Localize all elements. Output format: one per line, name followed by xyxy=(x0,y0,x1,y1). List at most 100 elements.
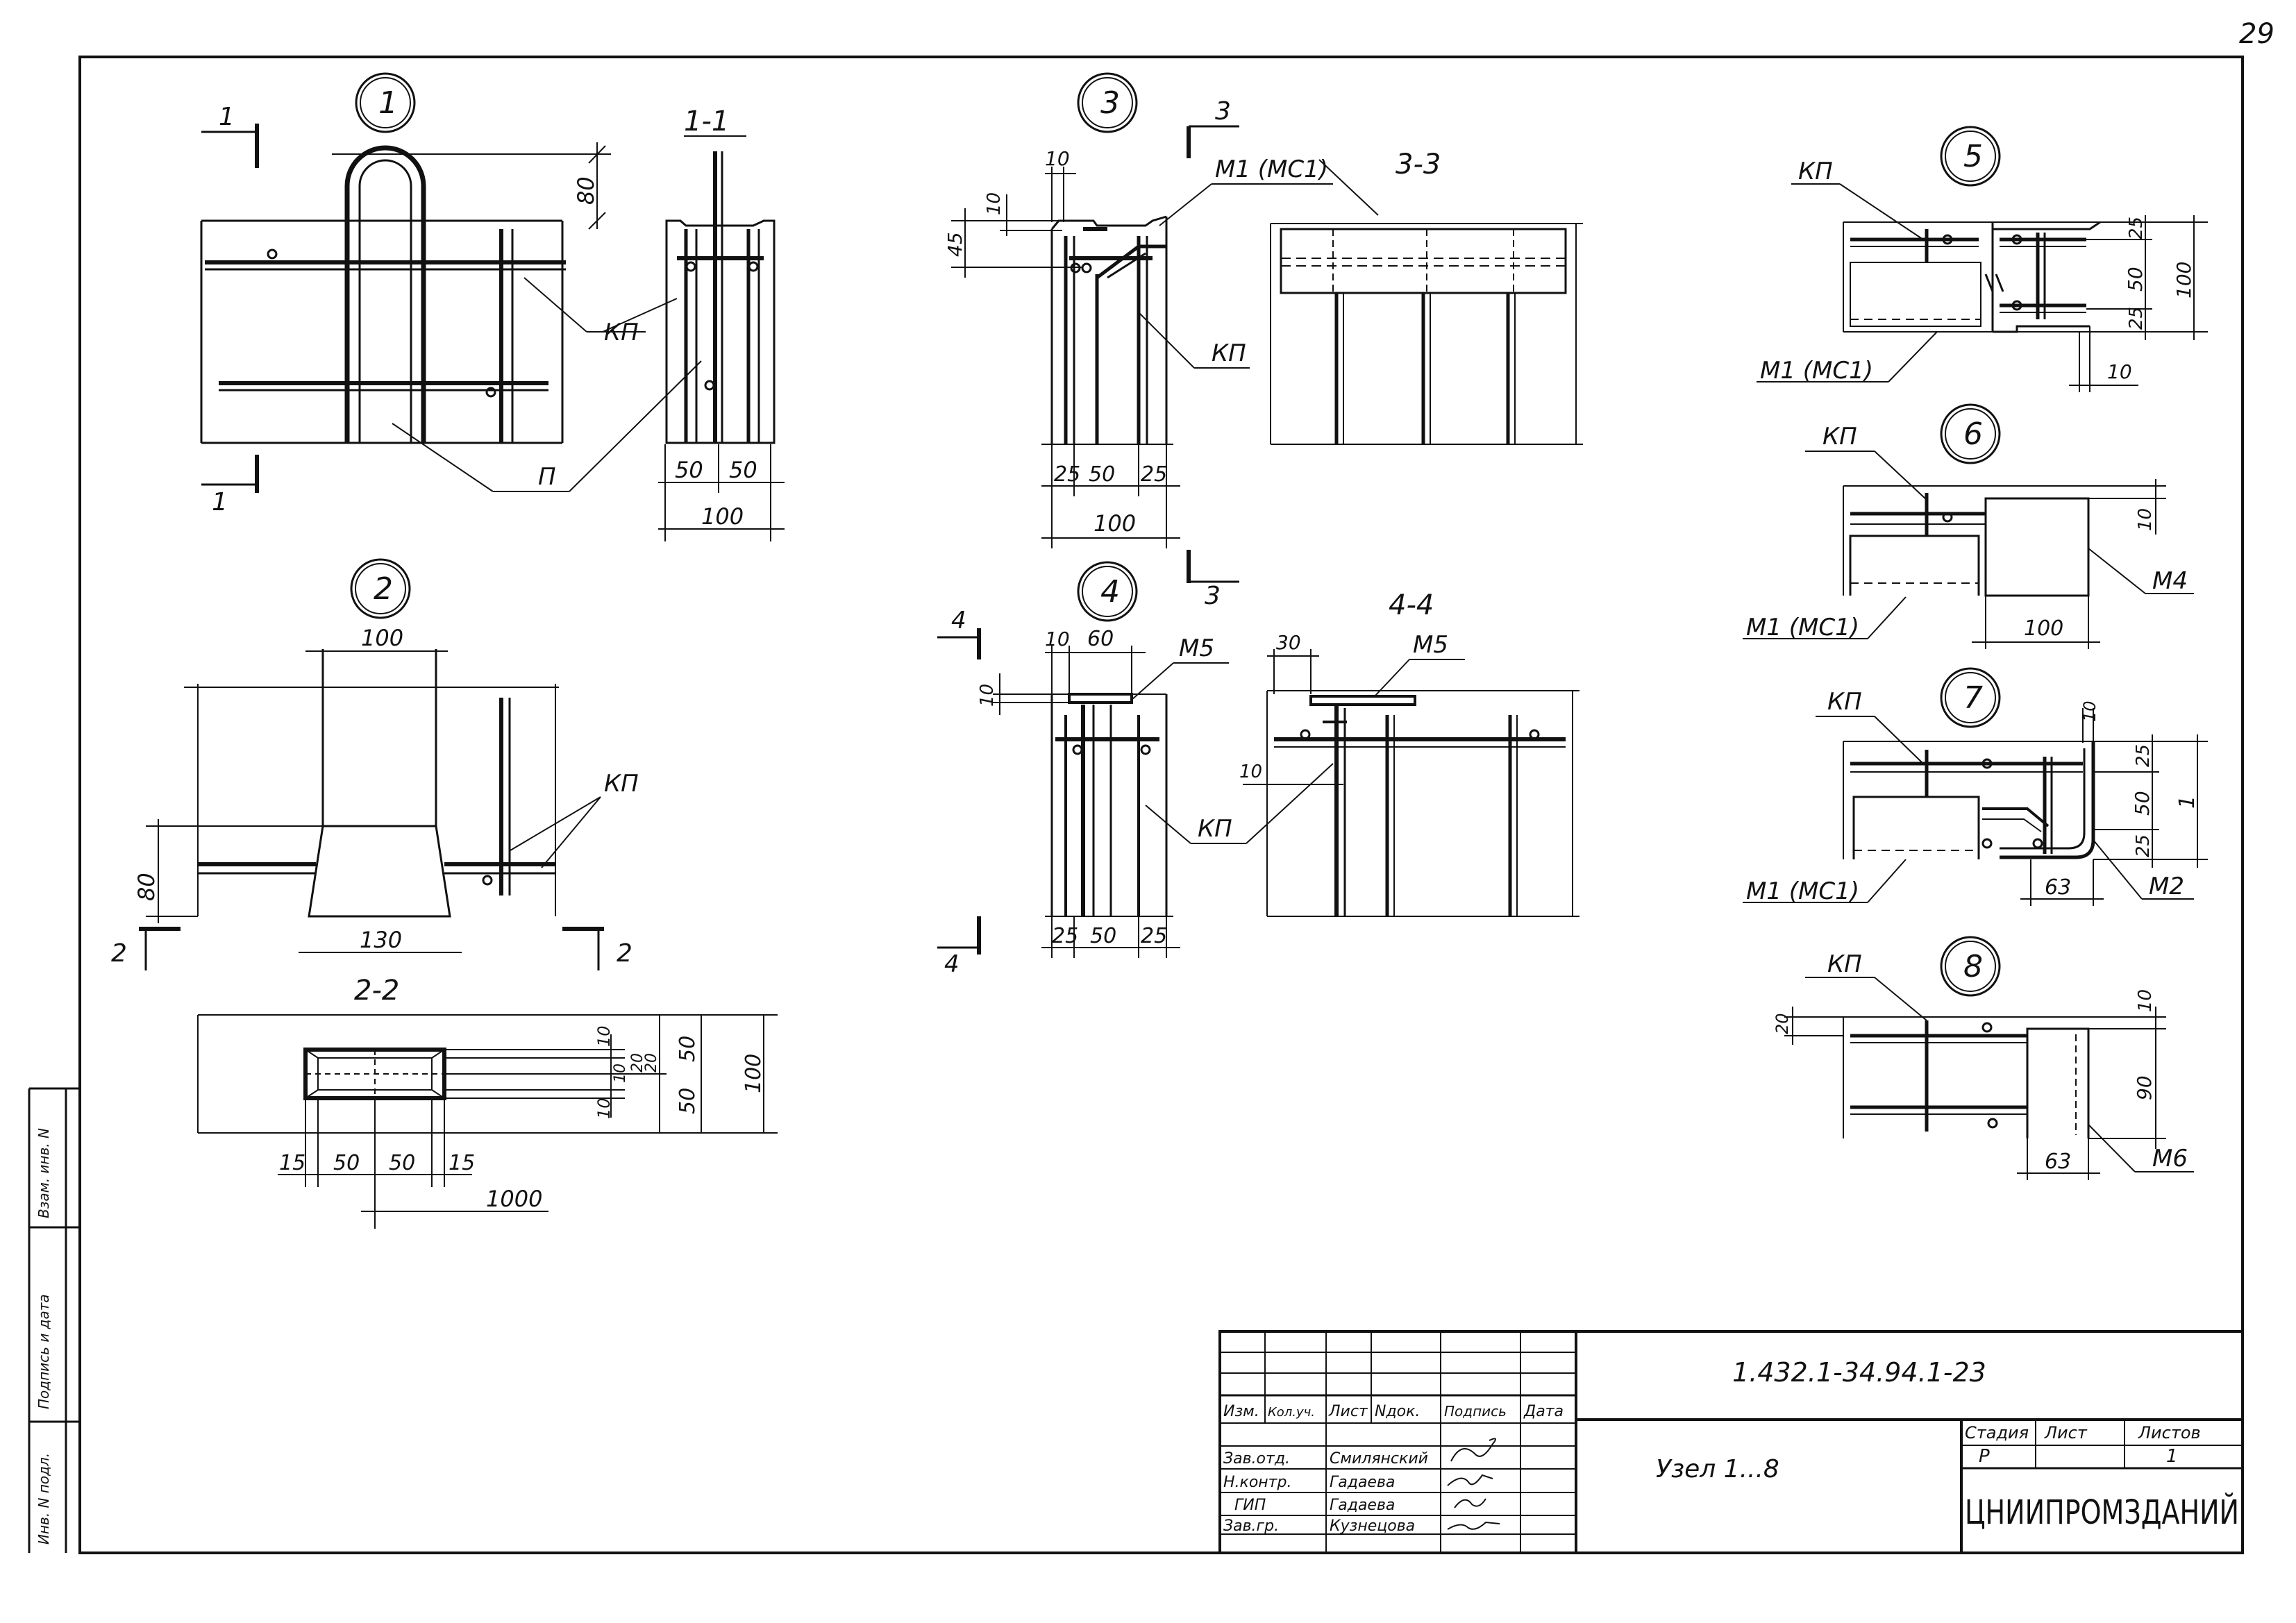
node-2-detail: 2 100 80 2 xyxy=(111,558,778,1229)
node-4-label-kp: КП xyxy=(1198,815,1232,843)
node-5-number: 5 xyxy=(1963,139,1983,174)
stamp-text-1: Взам. инв. N xyxy=(35,1128,52,1218)
node-7-dim-v25b: 25 xyxy=(2133,834,2154,857)
node-7-marker xyxy=(1940,667,2001,728)
node-4-marker xyxy=(1077,561,1138,622)
node-3-label-kp: КП xyxy=(1212,339,1246,367)
node-3-cut-mark-top: 3 xyxy=(1215,97,1231,126)
node-2-dim-v10a: 10 xyxy=(594,1025,614,1047)
node-3-section-label: 3-3 xyxy=(1396,149,1441,180)
node-6-detail: 6 КП 10 100 М4 xyxy=(1743,403,2194,649)
node-4-section-label: 4-4 xyxy=(1389,589,1434,621)
node-2-dim-top: 100 xyxy=(361,625,403,651)
tb-header-list: Лист xyxy=(1328,1403,1368,1420)
node-6-marker xyxy=(1940,403,2001,464)
node-4-cut-mark-top: 4 xyxy=(951,607,966,634)
node-3-dim-45: 45 xyxy=(944,232,966,257)
node-3-detail: 3 3 3 М1 (МС xyxy=(944,72,1583,610)
tb-header-ndok: Nдок. xyxy=(1375,1403,1420,1420)
node-1-cut-mark-bottom: 1 xyxy=(212,488,228,516)
node-4-dim-10a: 10 xyxy=(1045,628,1070,650)
node-2-dim-s15b: 15 xyxy=(449,1151,475,1175)
node-4-dim-60: 60 xyxy=(1087,627,1114,651)
node-4-label-m5b: М5 xyxy=(1413,631,1448,659)
node-2-dim-height: 80 xyxy=(133,873,160,901)
node-3-dim-total: 100 xyxy=(1093,510,1136,537)
tb-org: ЦНИИПРОМЗДАНИЙ xyxy=(1965,1492,2239,1532)
node-6-dim-v10: 10 xyxy=(2135,508,2156,531)
node-5-dim-v50: 50 xyxy=(2124,267,2147,292)
node-4-number: 4 xyxy=(1100,574,1120,609)
tb-sheets-value: 1 xyxy=(2166,1446,2178,1467)
node-4-dim-b50: 50 xyxy=(1090,924,1116,948)
tb-stage-header: Стадия xyxy=(1965,1423,2029,1443)
node-6-label-m4: М4 xyxy=(2152,567,2188,595)
node-3-dim-10b: 10 xyxy=(984,192,1005,215)
node-4-dim-b25b: 25 xyxy=(1141,924,1167,948)
node-3-number: 3 xyxy=(1100,85,1120,121)
node-3-dim-b50: 50 xyxy=(1089,462,1115,487)
node-3-marker xyxy=(1077,72,1138,133)
node-1-section-label: 1-1 xyxy=(684,106,729,137)
node-2-marker xyxy=(350,558,411,619)
node-5-detail: 5 КП М xyxy=(1757,126,2208,392)
node-6-dim-h100: 100 xyxy=(2024,616,2063,641)
node-5-dim-v100: 100 xyxy=(2172,262,2195,298)
node-3-cut-mark-bottom: 3 xyxy=(1205,582,1221,610)
node-2-cut-left: 2 xyxy=(111,939,127,968)
node-6-number: 6 xyxy=(1963,417,1983,452)
tb-sheet-header: Лист xyxy=(2044,1423,2088,1443)
node-1-label-p: П xyxy=(538,463,556,491)
tb-stage-value: Р xyxy=(1979,1446,1990,1467)
tb-role-3: ГИП xyxy=(1234,1497,1266,1514)
tb-name-2: Гадаева xyxy=(1330,1474,1395,1491)
node-7-label-m2: М2 xyxy=(2149,873,2184,900)
node-1-dim-total: 100 xyxy=(701,503,744,530)
node-2-dim-v50b: 50 xyxy=(676,1088,700,1114)
node-4-detail: 4 4 4 М5 xyxy=(937,561,1579,978)
node-5-marker xyxy=(1940,126,2001,187)
tb-role-2: Н.контр. xyxy=(1223,1474,1291,1491)
node-4-cut-mark-bottom: 4 xyxy=(944,950,960,978)
tb-role-4: Зав.гр. xyxy=(1223,1517,1279,1535)
tb-name-4: Кузнецова xyxy=(1330,1517,1415,1535)
node-4-dim-b25a: 25 xyxy=(1052,924,1078,948)
title-block: Изм. Кол.уч. Лист Nдок. Подпись Дата Зав… xyxy=(1218,1330,2244,1554)
node-7-label-kp: КП xyxy=(1827,688,1862,716)
node-1-detail: 1 1 1 xyxy=(200,72,785,541)
tb-doc-code: 1.432.1-34.94.1-23 xyxy=(1732,1357,1986,1388)
node-2-dim-v50a: 50 xyxy=(676,1036,700,1062)
node-2-dim-bottom: 130 xyxy=(360,927,402,953)
node-2-section-label: 2-2 xyxy=(354,975,399,1007)
node-5-label-m1: М1 (МС1) xyxy=(1760,357,1873,385)
node-3-dim-10a: 10 xyxy=(1045,147,1070,170)
stamp-text-2: Подпись и дата xyxy=(35,1294,52,1409)
signatures xyxy=(1447,1438,1500,1530)
node-4-dim-10b: 10 xyxy=(977,684,998,707)
node-7-dim-h63: 63 xyxy=(2045,875,2071,900)
node-4-label-m5: М5 xyxy=(1179,634,1214,662)
node-5-dim-v25a: 25 xyxy=(2126,217,2147,239)
node-2-dim-s50a: 50 xyxy=(333,1151,360,1175)
node-1-marker xyxy=(355,72,416,133)
node-2-label-kp: КП xyxy=(604,770,639,798)
node-1-dim-50b: 50 xyxy=(729,457,757,483)
node-1-number: 1 xyxy=(378,85,398,121)
node-7-dim-h10: 10 xyxy=(2080,700,2100,722)
node-8-dim-v10: 10 xyxy=(2135,989,2156,1012)
node-8-dim-v90: 90 xyxy=(2133,1075,2156,1100)
node-3-label-m1: М1 (МС1) xyxy=(1215,155,1328,183)
node-4-dim-10c: 10 xyxy=(1239,762,1262,782)
node-7-dim-v25a: 25 xyxy=(2133,744,2154,767)
drawing-frame xyxy=(78,56,2244,1554)
node-1-cut-mark-top: 1 xyxy=(219,103,235,131)
tb-name-3: Гадаева xyxy=(1330,1497,1395,1514)
node-8-marker xyxy=(1940,936,2001,997)
node-3-dim-b25a: 25 xyxy=(1054,462,1080,487)
node-4-dim-30: 30 xyxy=(1276,631,1301,654)
node-2-dim-v20a: 20 xyxy=(629,1053,646,1073)
node-2-dim-v100: 100 xyxy=(741,1054,766,1093)
tb-title: Узел 1...8 xyxy=(1656,1455,1779,1483)
tb-name-1: Смилянский xyxy=(1330,1450,1428,1468)
